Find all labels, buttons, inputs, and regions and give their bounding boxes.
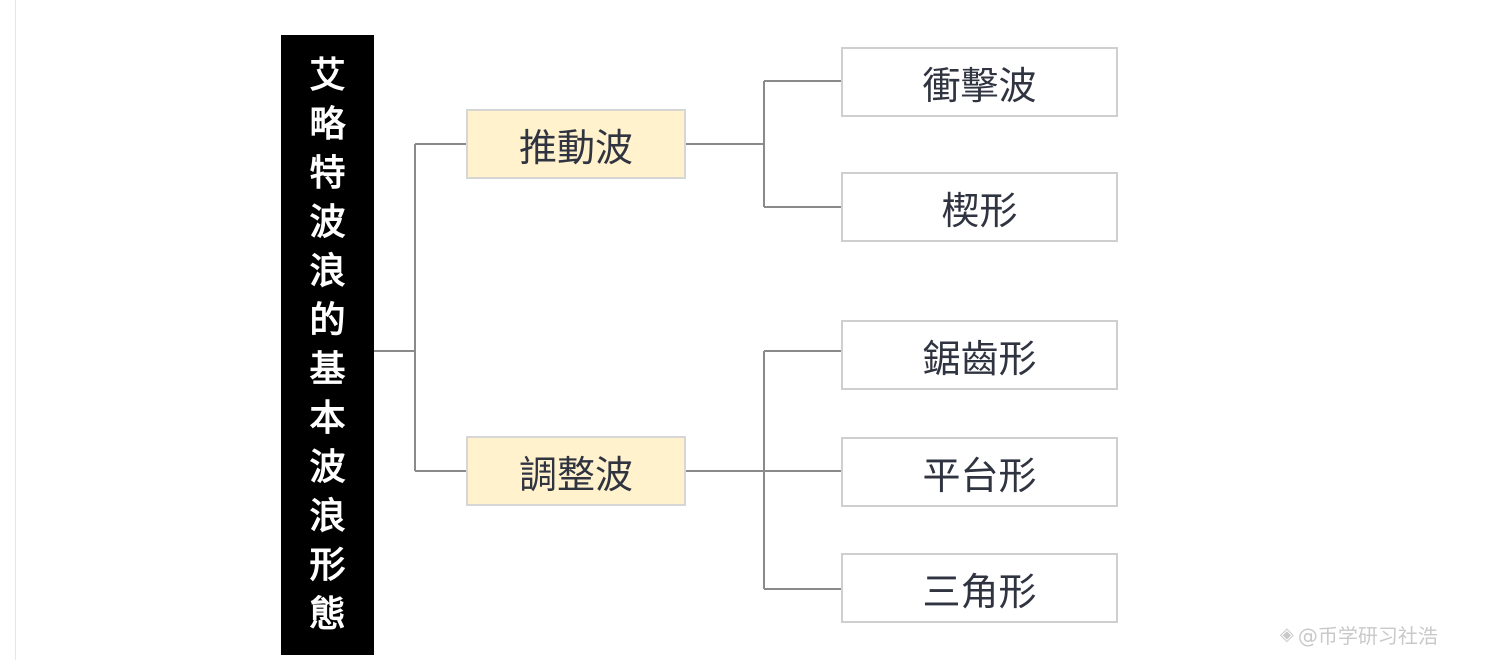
leaf-label: 三角形 (922, 569, 1037, 614)
diamond-logo-icon: ◈ (1280, 624, 1294, 645)
branch-corrective-wave: 調整波 (466, 436, 686, 506)
leaf-label: 楔形 (941, 188, 1018, 233)
leaf-label: 鋸齒形 (922, 336, 1037, 381)
branch-impulse-wave: 推動波 (466, 109, 686, 179)
watermark: ◈ @币学研习社浩 (1280, 620, 1438, 649)
root-label: 艾略特波浪的基本波浪形態 (309, 55, 346, 635)
leaf-wedge: 楔形 (841, 172, 1118, 242)
leaf-flat: 平台形 (841, 437, 1118, 507)
page-edge-rule (15, 0, 16, 660)
branch-label: 調整波 (518, 452, 633, 497)
leaf-zigzag: 鋸齒形 (841, 320, 1118, 390)
leaf-triangle: 三角形 (841, 553, 1118, 623)
branch-label: 推動波 (518, 125, 633, 170)
watermark-text: @币学研习社浩 (1297, 624, 1438, 648)
root-node: 艾略特波浪的基本波浪形態 (281, 35, 374, 655)
leaf-label: 衝擊波 (922, 63, 1037, 108)
leaf-label: 平台形 (922, 453, 1037, 498)
leaf-impulse: 衝擊波 (841, 47, 1118, 117)
